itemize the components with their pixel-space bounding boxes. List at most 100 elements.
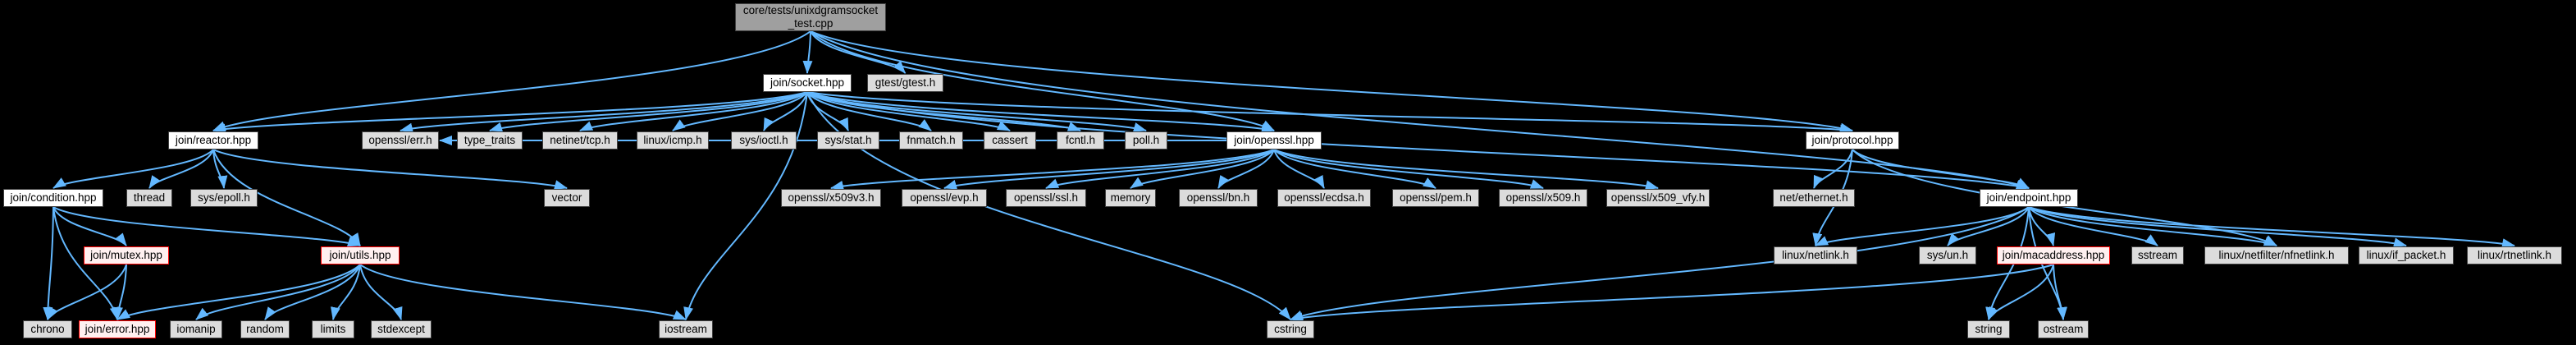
edge-protocol-to-endpoint <box>1852 149 2030 189</box>
graph-node-ecdsa[interactable]: openssl/ecdsa.h <box>1277 189 1371 207</box>
graph-node-gtest[interactable]: gtest/gtest.h <box>867 74 943 92</box>
edge-socket-to-typetraits <box>489 91 808 132</box>
graph-node-sysioctl[interactable]: sys/ioctl.h <box>731 131 797 150</box>
edge-utils-to-error <box>116 264 361 320</box>
graph-node-condition[interactable]: join/condition.hpp <box>3 189 103 207</box>
graph-node-sysepoll[interactable]: sys/epoll.h <box>190 189 258 207</box>
edge-reactor-to-sysepoll <box>212 149 228 189</box>
graph-node-endpoint[interactable]: join/endpoint.hpp <box>1980 189 2078 207</box>
edge-socket-to-fnmatch <box>806 91 932 131</box>
edge-openssl-to-evp <box>943 149 1275 190</box>
edge-macaddress-to-cstring <box>1290 264 2054 323</box>
graph-node-openssl[interactable]: join/openssl.hpp <box>1226 131 1322 150</box>
graph-node-macaddress[interactable]: join/macaddress.hpp <box>1997 246 2110 264</box>
edge-openssl-to-memory <box>1130 149 1275 189</box>
edge-socket-to-sysioctl <box>763 91 808 131</box>
edge-socket-to-cassert <box>806 91 1011 131</box>
graph-node-sysstat[interactable]: sys/stat.h <box>817 131 879 150</box>
graph-node-ssl[interactable]: openssl/ssl.h <box>1006 189 1086 207</box>
graph-node-random[interactable]: random <box>240 320 290 338</box>
graph-node-ethernet[interactable]: net/ethernet.h <box>1773 189 1855 207</box>
graph-node-rtnetlink[interactable]: linux/rtnetlink.h <box>2467 246 2562 264</box>
graph-node-x509[interactable]: openssl/x509.h <box>1499 189 1587 207</box>
edge-condition-to-utils <box>53 206 361 247</box>
graph-node-reactor[interactable]: join/reactor.hpp <box>168 131 258 150</box>
edge-openssl-to-x509v3 <box>830 149 1275 191</box>
graph-node-sstream[interactable]: sstream <box>2131 246 2184 264</box>
graph-node-iomanip[interactable]: iomanip <box>170 320 222 338</box>
graph-node-bn[interactable]: openssl/bn.h <box>1179 189 1258 207</box>
edge-endpoint-to-macaddress <box>2028 206 2056 246</box>
graph-node-linuxicmp[interactable]: linux/icmp.h <box>637 131 709 150</box>
graph-node-cassert[interactable]: cassert <box>984 131 1036 150</box>
edge-socket-to-protocol <box>806 91 1853 135</box>
graph-node-socket[interactable]: join/socket.hpp <box>763 74 852 92</box>
edge-utils-to-iostream <box>359 264 687 320</box>
edge-openssl-to-ssl <box>1045 149 1275 189</box>
graph-node-string[interactable]: string <box>1967 320 2010 338</box>
edge-socket-to-netinettcp <box>579 91 808 131</box>
graph-node-ostream[interactable]: ostream <box>2038 320 2089 338</box>
graph-node-protocol[interactable]: join/protocol.hpp <box>1806 131 1899 150</box>
graph-node-fcntl[interactable]: fcntl.h <box>1057 131 1104 150</box>
graph-node-typetraits[interactable]: type_traits <box>457 131 523 150</box>
edge-macaddress-to-ostream <box>2053 264 2067 320</box>
edge-utils-to-limits <box>331 264 361 320</box>
edge-root-to-gtest <box>810 30 907 74</box>
graph-node-vector[interactable]: vector <box>544 189 590 207</box>
edge-root-to-protocol <box>810 30 1853 133</box>
edge-utils-to-random <box>264 264 361 320</box>
graph-node-root[interactable]: core/tests/unixdgramsocket _test.cpp <box>735 3 886 31</box>
graph-node-x509v3[interactable]: openssl/x509v3.h <box>781 189 881 207</box>
edge-condition-to-mutex <box>53 206 127 246</box>
edge-root-to-socket <box>802 30 813 74</box>
edge-endpoint-to-ifpacket <box>2028 206 2407 248</box>
edge-reactor-to-condition <box>53 149 214 189</box>
edge-mutex-to-chrono <box>47 264 127 320</box>
edge-utils-to-iomanip <box>195 264 361 320</box>
graph-node-iostream[interactable]: iostream <box>659 320 713 338</box>
graph-node-evp[interactable]: openssl/evp.h <box>902 189 987 207</box>
edge-macaddress-to-string <box>1988 264 2054 320</box>
graph-node-poll[interactable]: poll.h <box>1125 131 1167 150</box>
graph-node-mutex[interactable]: join/mutex.hpp <box>84 246 169 264</box>
graph-node-opensslerr[interactable]: openssl/err.h <box>362 131 439 150</box>
graph-node-limits[interactable]: limits <box>312 320 354 338</box>
graph-node-ifpacket[interactable]: linux/if_packet.h <box>2359 246 2454 264</box>
edge-root-to-reactor <box>212 30 811 131</box>
edge-socket-to-fcntl <box>806 91 1081 131</box>
edge-endpoint-to-netlink <box>1815 206 2030 246</box>
edge-endpoint-to-sstream <box>2028 206 2158 246</box>
graph-node-thread[interactable]: thread <box>126 189 172 207</box>
edge-mutex-to-error <box>113 264 127 320</box>
edge-reactor-to-thread <box>148 149 214 189</box>
graph-node-x509vfy[interactable]: openssl/x509_vfy.h <box>1606 189 1710 207</box>
edge-endpoint-to-cstring <box>1290 206 2030 320</box>
graph-node-memory[interactable]: memory <box>1105 189 1156 207</box>
edge-openssl-to-x509vfy <box>1273 149 1659 191</box>
graph-node-netinettcp[interactable]: netinet/tcp.h <box>542 131 618 150</box>
graph-node-chrono[interactable]: chrono <box>23 320 72 338</box>
edge-endpoint-to-rtnetlink <box>2028 206 2515 248</box>
graph-node-error[interactable]: join/error.hpp <box>79 320 156 338</box>
edge-root-to-endpoint <box>810 30 2030 190</box>
graph-node-netlink[interactable]: linux/netlink.h <box>1774 246 1857 264</box>
graph-node-pem[interactable]: openssl/pem.h <box>1392 189 1479 207</box>
graph-node-cstring[interactable]: cstring <box>1267 320 1314 338</box>
edge-socket-to-linuxicmp <box>672 91 808 131</box>
graph-node-sysun[interactable]: sys/un.h <box>1919 246 1976 264</box>
graph-node-stdexcept[interactable]: stdexcept <box>371 320 432 338</box>
edge-endpoint-to-nfnetlink <box>2028 206 2277 246</box>
graph-node-utils[interactable]: join/utils.hpp <box>321 246 400 264</box>
edge-socket-to-reactor <box>212 91 808 134</box>
edge-reactor-to-vector <box>212 149 568 190</box>
edge-openssl-to-ecdsa <box>1273 149 1325 189</box>
edge-openssl-to-x509 <box>1273 149 1544 189</box>
edge-socket-to-opensslerr <box>400 91 808 133</box>
graph-node-fnmatch[interactable]: fnmatch.h <box>899 131 963 150</box>
graph-node-nfnetlink[interactable]: linux/netfilter/nfnetlink.h <box>2204 246 2349 264</box>
edge-openssl-to-pem <box>1273 149 1436 189</box>
edge-utils-to-stdexcept <box>359 264 403 320</box>
